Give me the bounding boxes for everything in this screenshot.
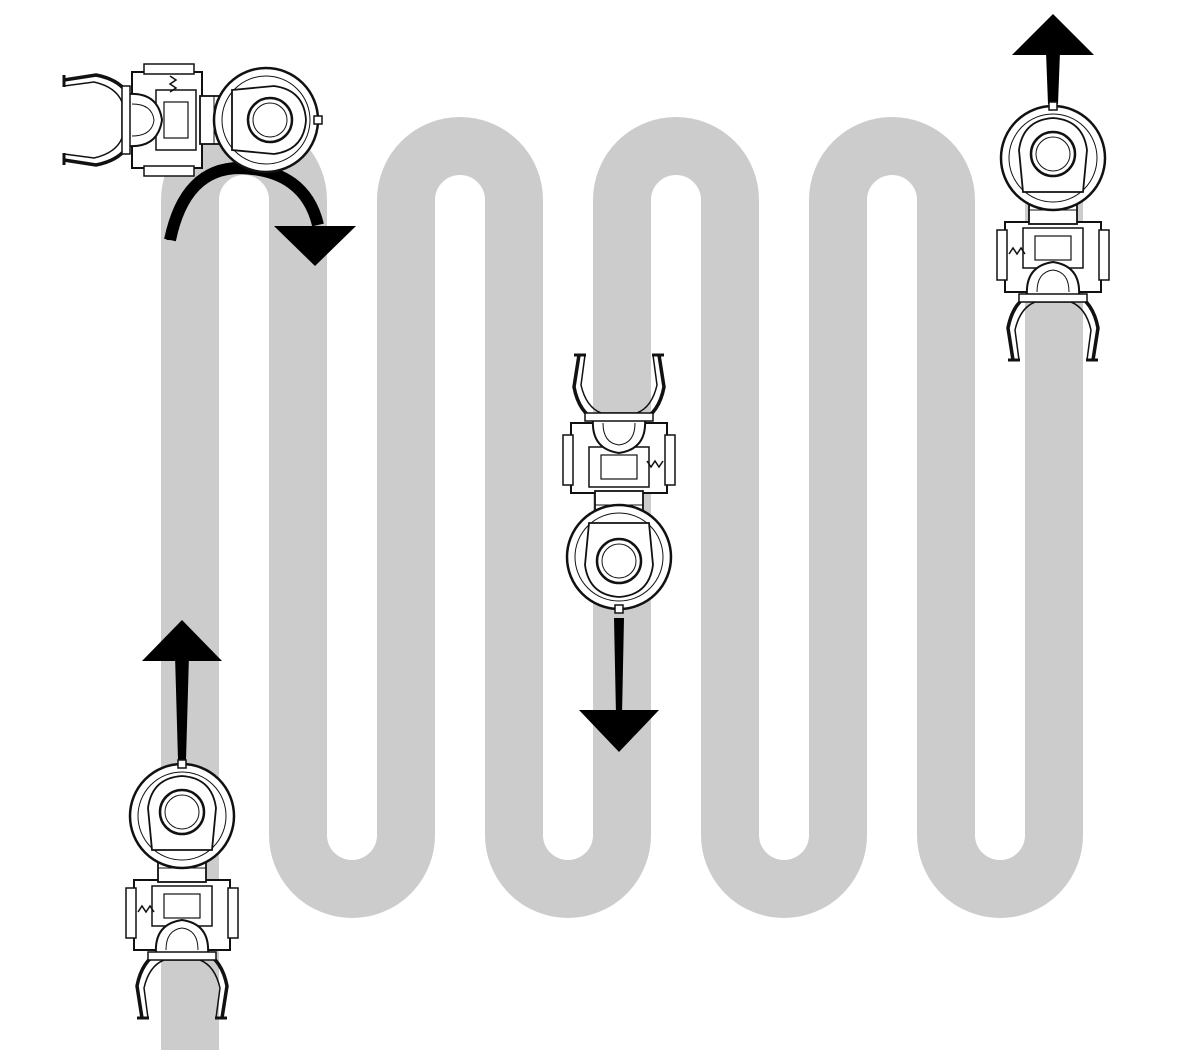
machine-turning <box>62 62 324 178</box>
turn-arrow <box>164 161 356 266</box>
middle-down-arrow <box>579 618 659 752</box>
end-up-arrow <box>1012 14 1094 104</box>
arrow-group <box>142 14 1094 760</box>
start-up-arrow <box>142 620 222 760</box>
